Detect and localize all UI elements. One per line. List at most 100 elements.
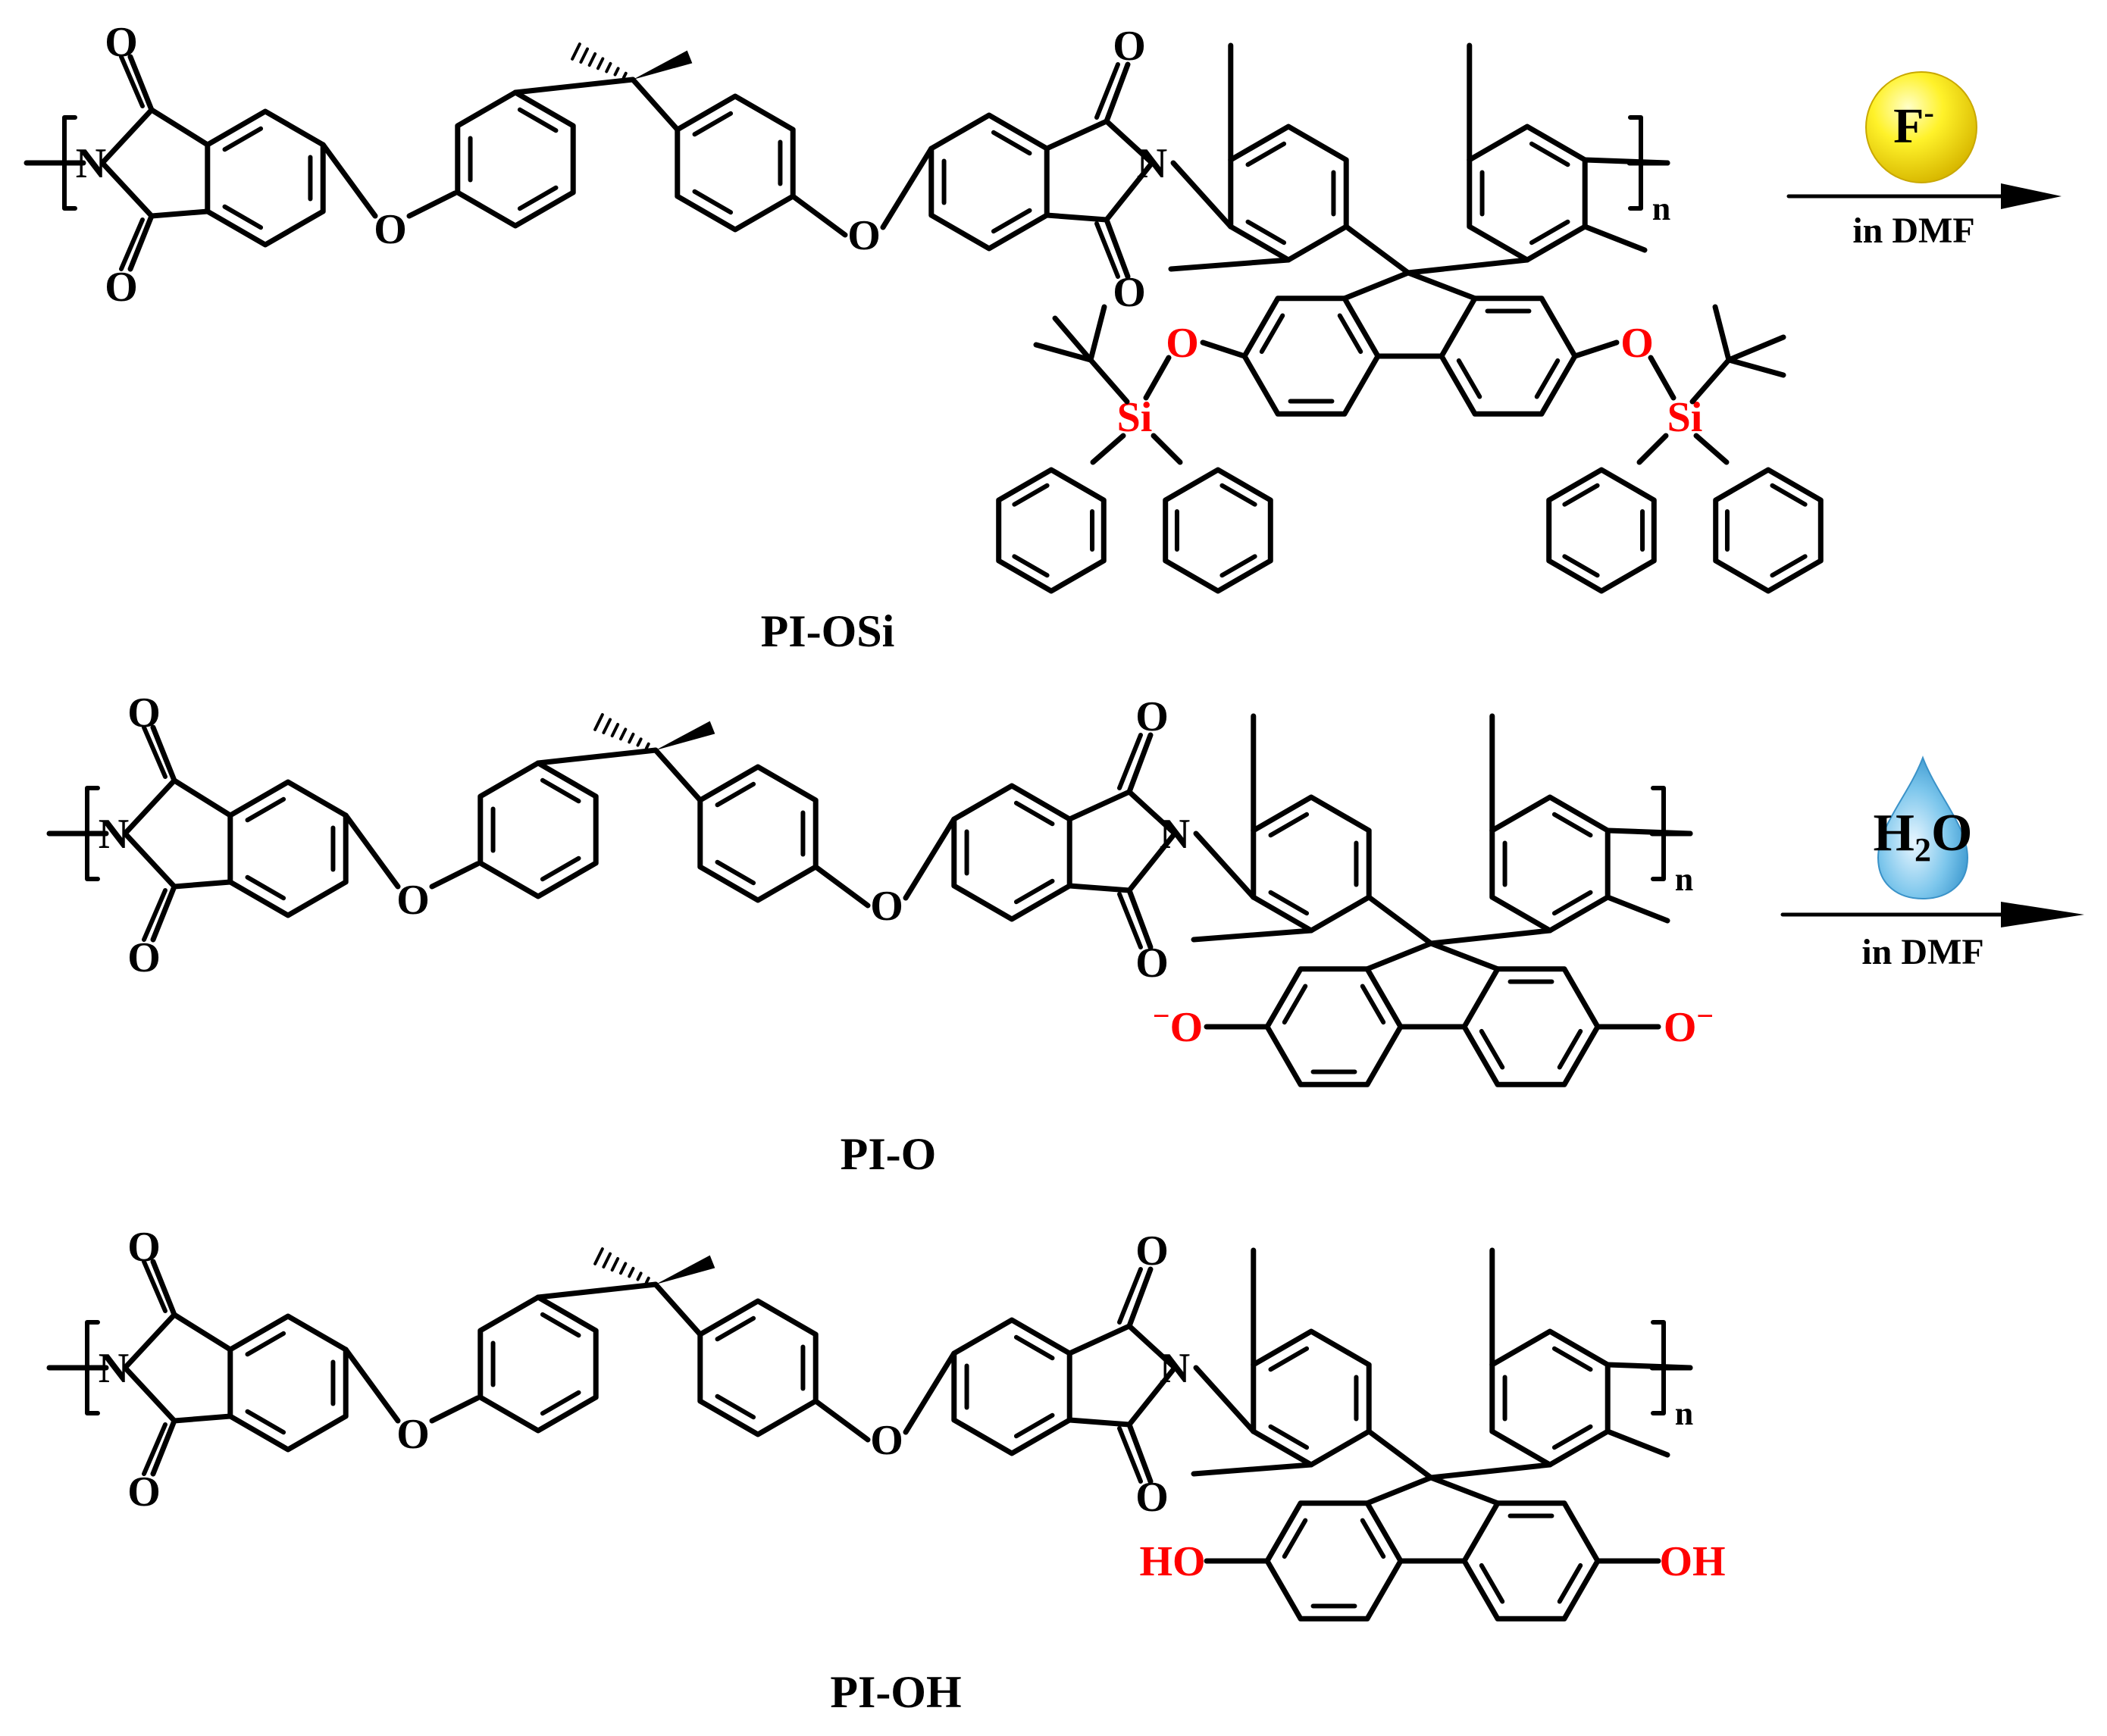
- bond: [127, 213, 155, 272]
- bond: [1551, 1424, 1593, 1450]
- bond: [644, 1276, 650, 1284]
- bond: [1282, 1518, 1308, 1559]
- bond: [1013, 1412, 1055, 1439]
- bond: [903, 816, 957, 901]
- bond: [1104, 61, 1131, 124]
- aromatic-ring: [227, 1313, 349, 1453]
- bond: [618, 1262, 628, 1275]
- ether-oxygen: O: [870, 1417, 903, 1464]
- aromatic-ring: [675, 93, 796, 233]
- bond: [715, 1315, 756, 1342]
- aromatic-ring: [928, 112, 1050, 252]
- bond: [1117, 1426, 1143, 1484]
- bond: [1282, 984, 1308, 1025]
- bond: [142, 888, 167, 942]
- bond: [119, 217, 145, 271]
- bond: [540, 1390, 581, 1416]
- bond: [903, 1350, 957, 1435]
- bond: [245, 874, 286, 901]
- bond: [1013, 1334, 1055, 1361]
- carbonyl-oxygen: O: [1135, 693, 1169, 740]
- aromatic-ring: [1489, 1328, 1611, 1468]
- bond: [1200, 339, 1248, 359]
- wedge-bond: [656, 721, 715, 750]
- bond: [579, 47, 590, 64]
- bond: [1012, 483, 1050, 507]
- bond: [540, 855, 581, 882]
- bond: [122, 830, 177, 890]
- bond: [343, 1347, 401, 1424]
- bond: [587, 52, 597, 67]
- compound-label-pi-o: PI-O: [841, 1129, 937, 1179]
- compound-label-pi-oh: PI-OH: [830, 1667, 961, 1717]
- bond: [1551, 890, 1593, 916]
- bond: [1126, 789, 1178, 837]
- bond: [1126, 732, 1154, 795]
- bond: [790, 193, 848, 238]
- bond: [991, 208, 1032, 234]
- bond: [535, 1281, 659, 1300]
- bond: [1428, 1462, 1553, 1481]
- bond: [1360, 984, 1386, 1025]
- bond: [149, 107, 211, 148]
- bond: [1770, 483, 1808, 507]
- phenoxide-oxygen: O−: [1664, 999, 1714, 1051]
- bond: [1066, 1323, 1132, 1356]
- bond: [1405, 270, 1478, 302]
- bond: [1104, 118, 1155, 166]
- bond: [692, 189, 734, 215]
- bond: [593, 713, 604, 731]
- bond: [122, 1312, 177, 1371]
- bond: [540, 1312, 581, 1338]
- repeat-count: n: [1675, 861, 1693, 898]
- bond: [406, 190, 458, 219]
- bond: [1405, 257, 1530, 276]
- aromatic-ring: [1251, 1328, 1372, 1468]
- bond: [1712, 304, 1732, 363]
- compound-label-pi-osi: PI-OSi: [761, 606, 895, 656]
- bond: [1143, 355, 1172, 401]
- bond: [1636, 433, 1669, 465]
- bond: [715, 859, 756, 886]
- bond: [1245, 141, 1287, 167]
- carbonyl-oxygen: O: [105, 19, 138, 66]
- bond: [653, 1281, 703, 1337]
- bond: [1342, 270, 1411, 302]
- bond: [1088, 357, 1130, 405]
- aromatic-ring: [1467, 124, 1588, 263]
- bond: [1268, 812, 1310, 838]
- hydroxyl-group: OH: [1659, 1538, 1725, 1585]
- bond: [1044, 212, 1110, 223]
- bond: [715, 1393, 756, 1420]
- bond: [613, 67, 620, 77]
- bond: [142, 1259, 167, 1313]
- bond: [571, 42, 581, 61]
- aromatic-ring: [477, 760, 599, 899]
- bond: [1104, 217, 1131, 280]
- ether-oxygen: O: [847, 212, 881, 259]
- bond: [1689, 357, 1732, 405]
- aromatic-ring: [697, 764, 819, 903]
- bond: [1360, 1518, 1386, 1559]
- aromatic-ring: [1228, 124, 1349, 263]
- bond: [171, 1413, 233, 1424]
- water-drop-icon: [1877, 755, 1969, 900]
- bond: [429, 861, 481, 890]
- bond: [1572, 339, 1620, 359]
- bond: [1534, 358, 1561, 399]
- bond: [1364, 940, 1434, 972]
- aromatic-ring: [1439, 296, 1578, 417]
- bond: [715, 781, 756, 808]
- bond: [1126, 1365, 1178, 1428]
- bond: [1168, 257, 1291, 272]
- bond: [1529, 141, 1570, 167]
- ether-oxygen: O: [396, 1411, 430, 1458]
- bond: [222, 204, 264, 230]
- bond: [1268, 1424, 1310, 1450]
- bond: [171, 879, 233, 890]
- imide-nitrogen: N: [76, 140, 106, 187]
- repeat-bracket: [85, 1320, 100, 1415]
- bond: [628, 732, 635, 744]
- bond: [429, 1395, 481, 1424]
- carbonyl-oxygen: O: [1135, 940, 1169, 987]
